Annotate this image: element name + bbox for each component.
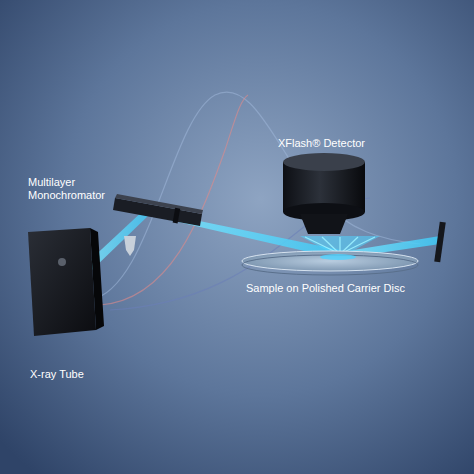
carrier-disc-edge (242, 255, 418, 275)
spectrum-curve (90, 92, 420, 300)
xray-tube (28, 228, 96, 336)
spectrum-curve (100, 95, 248, 305)
knife-edge (124, 236, 136, 256)
monochromator-top (115, 194, 203, 214)
part-label: XFlash® Detector (278, 137, 398, 150)
aperture (173, 208, 181, 224)
tube-window (58, 258, 66, 266)
detector-top (283, 153, 365, 171)
detector-nozzle (300, 214, 348, 234)
sample-spot (320, 254, 356, 260)
carrier-disc (242, 251, 418, 271)
part-label: Sample on Polished Carrier Disc (246, 282, 446, 295)
xray-tube-side (90, 228, 104, 330)
beam-stop (434, 222, 446, 262)
part-label: Multilayer Monochromator (28, 176, 108, 202)
part-label: X-ray Tube (30, 368, 150, 381)
